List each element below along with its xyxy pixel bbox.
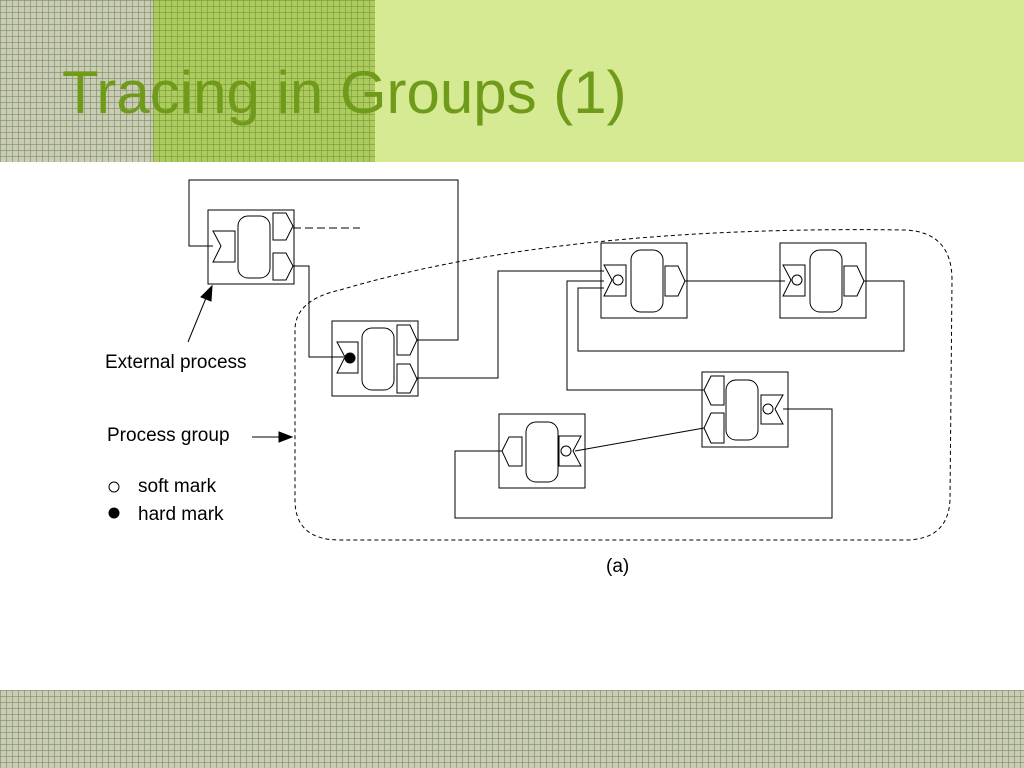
diagram-caption: (a) — [606, 556, 629, 577]
legend-soft-mark-label: soft mark — [138, 476, 217, 497]
slide-title: Tracing in Groups (1) — [62, 59, 627, 126]
arrowhead — [200, 284, 213, 302]
connector-line — [566, 280, 704, 391]
footer-grid-pattern — [0, 690, 1024, 768]
label-external-process: External process — [105, 352, 247, 373]
process-node-p5 — [498, 413, 586, 489]
slide-header: Tracing in Groups (1) — [0, 0, 1024, 162]
connector-line — [577, 280, 905, 352]
legend-soft-mark-icon — [108, 481, 120, 493]
process-node-p1 — [331, 320, 419, 397]
soft-mark-dot — [560, 445, 572, 457]
external-process-box — [207, 209, 295, 285]
connector-line — [574, 427, 705, 452]
legend-hard-mark-icon — [108, 507, 120, 519]
label-process-group: Process group — [107, 425, 230, 446]
connector-line — [417, 270, 604, 379]
connector-line — [188, 179, 459, 341]
arrow-external-process — [187, 297, 207, 343]
soft-mark-dot — [791, 274, 803, 286]
soft-mark-dot — [612, 274, 624, 286]
legend-hard-mark-label: hard mark — [138, 504, 224, 525]
connector-line — [454, 408, 833, 519]
header-grid-pattern — [0, 0, 153, 162]
process-node-p4 — [701, 371, 789, 448]
arrowhead — [278, 431, 294, 443]
connector-line — [293, 265, 344, 358]
header-band — [375, 0, 1024, 162]
soft-mark-dot — [762, 403, 774, 415]
hard-mark-dot — [344, 352, 356, 364]
header-green-grid-pattern — [153, 0, 375, 162]
process-group-boundary — [294, 229, 953, 541]
